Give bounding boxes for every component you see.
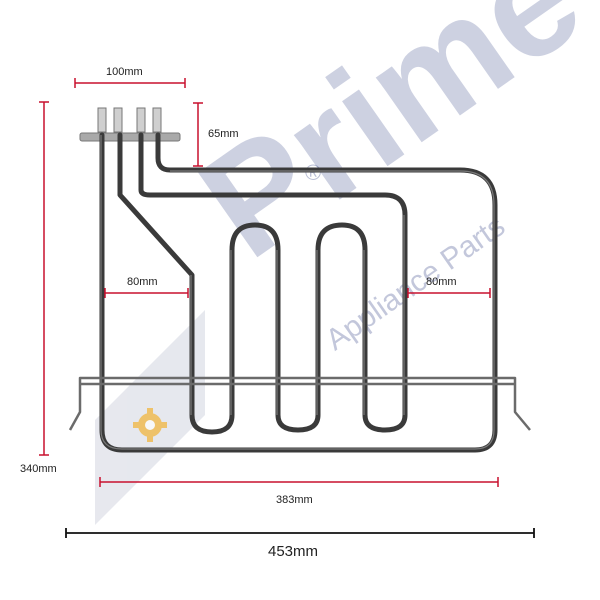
terminals (97, 107, 162, 133)
terminal-plate (79, 132, 181, 142)
dim-element-width: 383mm (276, 494, 313, 506)
dim-right-inner-width: 80mm (426, 276, 457, 288)
element-second-loop (117, 132, 408, 435)
dim-top-width: 100mm (106, 66, 143, 78)
dim-overall-height: 340mm (20, 463, 57, 475)
dim-left-inner-width: 80mm (127, 276, 158, 288)
gear-icon (133, 408, 167, 442)
dim-terminal-height: 65mm (208, 128, 239, 140)
support-bracket (68, 376, 531, 431)
dim-overall-width: 453mm (268, 543, 319, 560)
